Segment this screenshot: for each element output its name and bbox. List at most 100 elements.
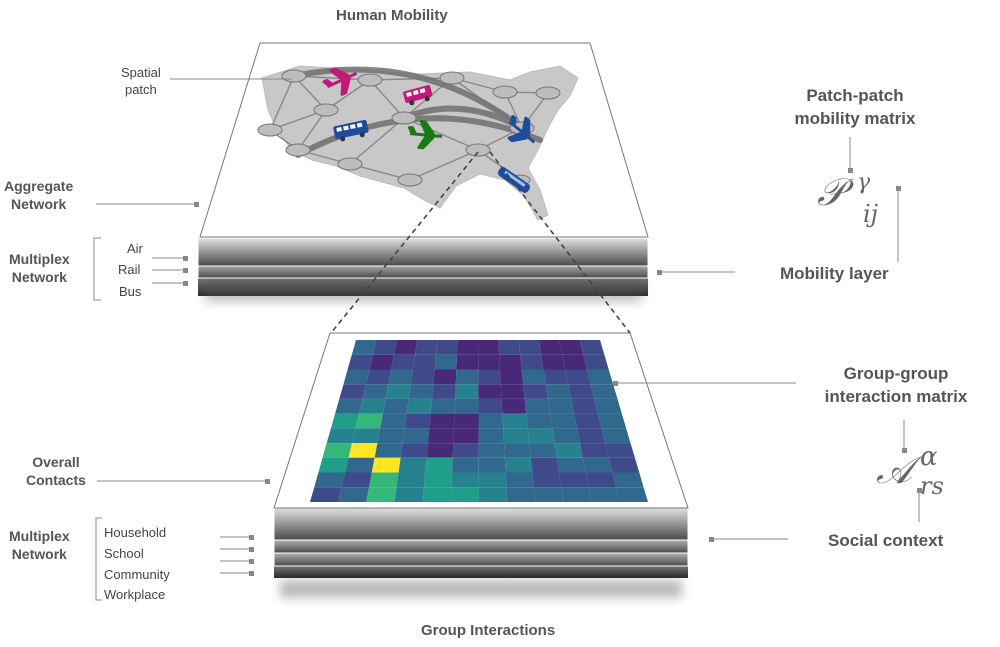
heatmap-cell [365, 369, 392, 385]
spatial-patch-line2: patch [124, 82, 157, 97]
context-community-label: Community [104, 567, 170, 582]
heatmap-cell [456, 354, 479, 370]
layer-household [273, 507, 689, 541]
heatmap-cell [498, 340, 521, 355]
social-context-label: Social context [828, 531, 944, 550]
heatmap-cell [478, 428, 504, 444]
heatmap-cell [478, 369, 501, 385]
heatmap-cell [415, 340, 438, 355]
heatmap-cell [374, 443, 403, 458]
heatmap-cell [391, 354, 415, 370]
multiplex-bottom-line1: Multiplex [9, 528, 70, 544]
patch-node [257, 123, 283, 137]
layer-shadow [280, 580, 682, 598]
mobility-matrix-symbol: 𝒫 [817, 170, 845, 214]
heatmap-cell [530, 457, 559, 473]
mobility-matrix-superscript: γ [857, 170, 871, 195]
heatmap-cell [583, 354, 609, 370]
heatmap-cell [453, 428, 479, 444]
heatmap-cell [478, 398, 503, 414]
overall-contacts-line2: Contacts [26, 472, 86, 488]
heatmap-cell [526, 413, 553, 429]
heatmap-cell [478, 457, 506, 473]
heatmap-cell [608, 457, 640, 473]
heatmap-cell [587, 369, 614, 385]
multiplex-bottom-line2: Network [11, 546, 67, 562]
heatmap-cell [339, 384, 366, 399]
heatmap-cell [380, 413, 407, 429]
mode-air-label: Air [127, 241, 143, 256]
context-household-label: Household [104, 525, 167, 540]
layer-bus-shadow [205, 280, 642, 302]
heatmap-cell [478, 443, 505, 458]
heatmap-cell [343, 369, 370, 385]
heatmap-cell [502, 413, 528, 429]
mode-bus-label: Bus [119, 284, 142, 299]
heatmap-cell [505, 472, 534, 488]
heatmap-cell [550, 413, 577, 429]
heatmap-cell [539, 340, 563, 355]
patch-node [281, 69, 307, 83]
multiplex-network-bottom-label: Multiplex Network [9, 527, 70, 563]
social-multiplex-layers [273, 507, 689, 598]
patch-node [465, 143, 491, 157]
heatmap-cell [451, 472, 479, 488]
heatmap-cell [501, 398, 527, 414]
aggregate-network-line1: Aggregate [4, 178, 74, 194]
interaction-matrix-superscript: α [920, 442, 938, 472]
heatmap-cell [455, 369, 479, 385]
heatmap-cell [543, 369, 569, 385]
heatmap-cell [326, 428, 356, 444]
heatmap-cell [382, 398, 409, 414]
heatmap-cell [499, 354, 522, 370]
leader-lines [93, 78, 920, 601]
heatmap-cell [455, 384, 479, 399]
group-matrix-line1: Group-group [843, 364, 949, 383]
group-interaction-heatmap [310, 340, 648, 502]
heatmap-cell [554, 443, 583, 458]
heatmap-cell [523, 384, 548, 399]
overall-contacts-line1: Overall [32, 454, 80, 470]
heatmap-cell [385, 384, 411, 399]
patch-matrix-line1: Patch-patch [806, 86, 904, 105]
heatmap-cell [366, 487, 397, 502]
heatmap-cell [541, 354, 566, 370]
heatmap-cell [533, 487, 564, 502]
heatmap-cell [506, 487, 536, 502]
spatial-patch-line1: Spatial [121, 65, 161, 80]
patch-matrix-line2: mobility matrix [794, 109, 916, 128]
heatmap-cell [520, 354, 544, 370]
heatmap-cell [314, 472, 346, 488]
heatmap-cell [562, 354, 587, 370]
heatmap-cell [585, 472, 617, 488]
heatmap-cell [478, 354, 500, 370]
heatmap-cell [565, 369, 591, 385]
heatmap-cell [351, 340, 377, 355]
mobility-layer-label: Mobility layer [780, 264, 889, 283]
heatmap-cell [348, 443, 378, 458]
heatmap-cell [574, 413, 602, 429]
heatmap-cell [338, 487, 370, 502]
heatmap-cell [345, 457, 375, 473]
heatmap-cell [398, 457, 427, 473]
heatmap-cell [335, 398, 363, 414]
heatmap-cell [504, 457, 533, 473]
heatmap-cell [430, 398, 456, 414]
heatmap-cell [503, 428, 530, 444]
context-school-label: School [104, 546, 144, 561]
heatmap-cell [454, 398, 479, 414]
heatmap-cell [478, 340, 500, 355]
patch-node [492, 85, 518, 99]
airplane-icon [507, 114, 536, 144]
heatmap-cell [388, 369, 413, 385]
heatmap-cell [579, 340, 605, 355]
heatmap-cell [425, 457, 453, 473]
patch-node [285, 143, 311, 157]
flight-arcs [291, 66, 543, 158]
heatmap-cell [432, 384, 456, 399]
heatmap-cell [369, 472, 399, 488]
aggregate-network-label: Aggregate Network [4, 177, 73, 213]
